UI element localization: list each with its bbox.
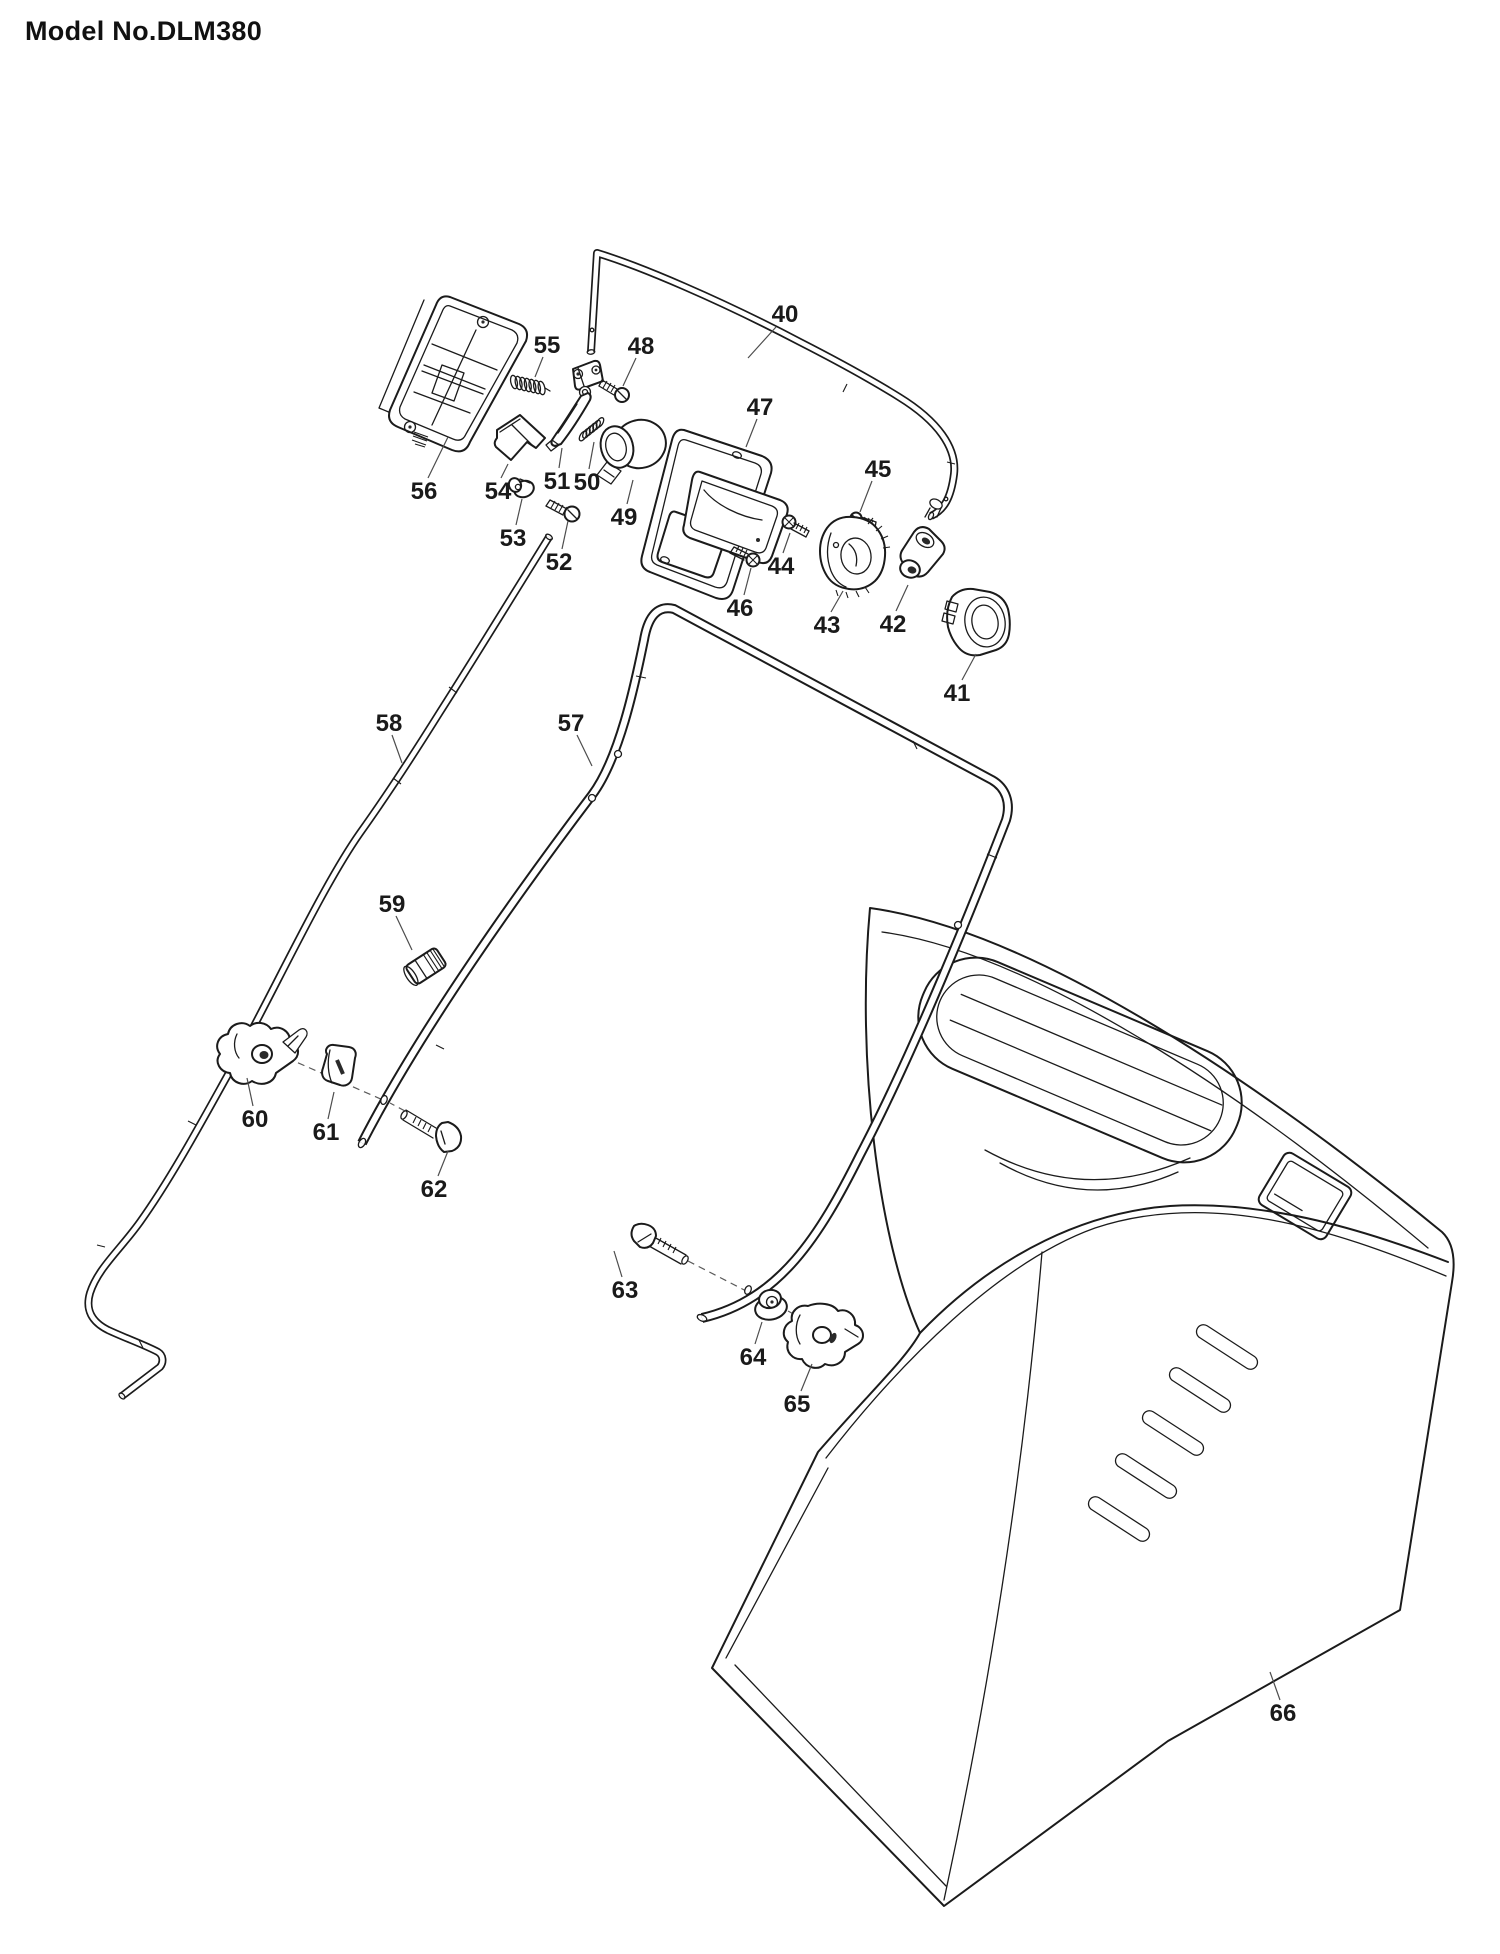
part-59-sleeve-drawing	[403, 947, 447, 986]
part-label-62: 62	[421, 1176, 448, 1203]
leader-line-66	[1269, 1671, 1281, 1701]
part-label-43: 43	[814, 612, 841, 639]
leader-line-53	[515, 498, 523, 526]
leader-line-62	[437, 1150, 449, 1177]
leader-line-54	[500, 463, 509, 479]
part-60-wing-knob-drawing	[216, 1021, 308, 1085]
part-label-60: 60	[242, 1106, 269, 1133]
leader-line-57	[576, 734, 593, 767]
part-63-bolt-drawing	[630, 1222, 689, 1265]
part-55-spring-drawing	[509, 374, 551, 396]
part-48-screw-drawing	[598, 379, 630, 403]
leader-line-48	[622, 357, 637, 387]
leader-line-44	[782, 532, 791, 554]
part-61-washer-drawing	[321, 1043, 357, 1087]
part-54-plate-drawing	[493, 414, 546, 461]
part-label-55: 55	[534, 332, 561, 359]
part-label-65: 65	[784, 1391, 811, 1418]
part-label-40: 40	[772, 301, 799, 328]
leader-line-50	[588, 441, 595, 470]
leader-line-64	[754, 1321, 763, 1345]
part-46-screw-drawing	[729, 545, 761, 568]
part-64-nut-drawing	[754, 1288, 788, 1321]
leader-line-42	[895, 584, 909, 612]
part-label-48: 48	[628, 333, 655, 360]
leader-line-46	[743, 567, 752, 596]
part-label-56: 56	[411, 478, 438, 505]
leader-line-58	[391, 734, 403, 764]
part-label-41: 41	[944, 680, 971, 707]
part-label-54: 54	[485, 478, 512, 505]
part-label-61: 61	[313, 1119, 340, 1146]
leader-line-47	[745, 418, 758, 448]
part-label-66: 66	[1270, 1700, 1297, 1727]
part-49-cap-drawing	[596, 418, 667, 485]
part-label-58: 58	[376, 710, 403, 737]
assembly-axis-lines	[286, 1057, 807, 1322]
part-66-grass-catcher-drawing	[711, 907, 1455, 1907]
part-58-lower-handle-drawing	[84, 533, 554, 1400]
part-40-bail-rod-drawing	[586, 249, 959, 521]
part-57-upper-handle-drawing	[357, 603, 1013, 1323]
part-label-45: 45	[865, 456, 892, 483]
part-label-52: 52	[546, 549, 573, 576]
leader-line-55	[534, 356, 544, 378]
leader-line-63	[613, 1250, 623, 1278]
leader-line-60	[246, 1077, 254, 1107]
part-label-49: 49	[611, 504, 638, 531]
part-label-63: 63	[612, 1277, 639, 1304]
leader-line-65	[800, 1363, 813, 1392]
part-label-53: 53	[500, 525, 527, 552]
part-label-47: 47	[747, 394, 774, 421]
leader-line-59	[395, 915, 413, 951]
part-52-screw-drawing	[545, 499, 581, 523]
part-label-59: 59	[379, 891, 406, 918]
part-label-46: 46	[727, 595, 754, 622]
model-number-title: Model No.DLM380	[25, 16, 263, 46]
part-label-42: 42	[880, 611, 907, 638]
part-42-link-drawing	[899, 498, 946, 579]
part-label-50: 50	[574, 469, 601, 496]
part-label-51: 51	[544, 468, 571, 495]
part-43-dial-drawing	[819, 515, 891, 599]
part-44-screw-drawing	[781, 514, 810, 538]
part-label-64: 64	[740, 1344, 767, 1371]
leader-line-52	[561, 520, 569, 550]
leader-line-49	[626, 479, 634, 505]
leader-line-56	[427, 436, 449, 479]
part-label-44: 44	[768, 553, 795, 580]
part-53-sleeve-drawing	[507, 477, 535, 499]
part-65-wing-knob-drawing	[782, 1302, 864, 1369]
leader-line-43	[830, 590, 844, 613]
leader-line-51	[558, 447, 563, 469]
leader-line-45	[859, 480, 873, 513]
leader-line-41	[961, 653, 977, 681]
leader-line-40	[747, 326, 777, 359]
part-label-57: 57	[558, 710, 585, 737]
part-56-cover-housing-drawing	[378, 295, 529, 453]
part-41-knob-cap-drawing	[941, 587, 1011, 657]
leader-line-61	[327, 1091, 335, 1120]
part-51-lever-drawing	[545, 359, 604, 452]
part-50-spring-drawing	[578, 417, 605, 442]
part-62-bolt-drawing	[400, 1109, 463, 1153]
